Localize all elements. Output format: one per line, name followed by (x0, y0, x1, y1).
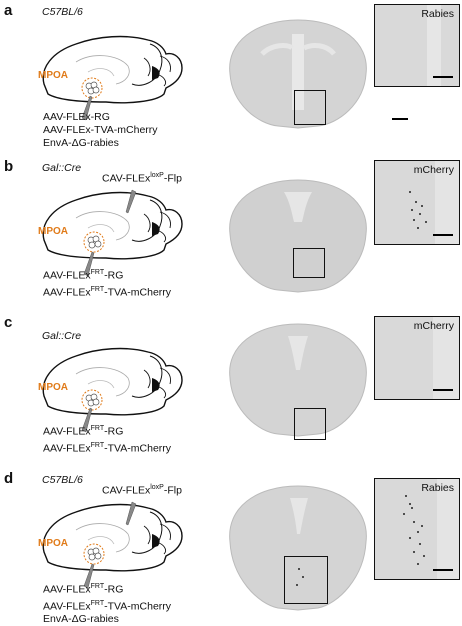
viral-construct: AAV-FLEx-RG (43, 111, 110, 123)
sagittal-brain-diagram (42, 189, 183, 277)
inset-label: Rabies (421, 482, 454, 494)
inset-scalebar (433, 76, 453, 78)
inset-scalebar (433, 234, 453, 236)
viral-constructs: AAV-FLExFRT-RG AAV-FLExFRT-TVA-mCherry (43, 422, 171, 455)
panel-letter: d (4, 470, 14, 487)
cav-construct: CAV-FLExloxP-Flp (102, 484, 182, 497)
viral-construct: AAV-FLExFRT-TVA-mCherry (43, 599, 172, 613)
magnified-inset: mCherry (374, 160, 460, 245)
mouse-strain: C57BL/6 (42, 474, 83, 486)
region-label: MPOA (38, 382, 68, 393)
inset-label: mCherry (413, 320, 454, 332)
panel-d: d C57BL/6 CAV-FLExloxP-Flp MPOA AAV-FLEx… (0, 468, 462, 626)
inset-scalebar (433, 569, 453, 571)
viral-construct: AAV-FLExFRT-RG (43, 583, 124, 596)
mouse-strain: Gal::Cre (42, 330, 82, 342)
coronal-section-image (229, 19, 367, 129)
region-of-interest-box (294, 408, 326, 440)
inset-scalebar (433, 389, 453, 391)
coronal-section-image (229, 179, 367, 293)
cav-construct: CAV-FLExloxP-Flp (102, 172, 182, 185)
viral-construct: AAV-FLExFRT-TVA-mCherry (43, 441, 172, 455)
viral-construct: EnvA-ΔG-rabies (43, 613, 119, 625)
region-label: MPOA (38, 226, 68, 237)
viral-constructs: AAV-FLEx-RG AAV-FLEx-TVA-mCherry EnvA-ΔG… (43, 111, 158, 150)
sagittal-brain-diagram (42, 35, 183, 121)
viral-construct: AAV-FLExFRT-RG (43, 425, 124, 438)
region-of-interest-box (293, 248, 325, 278)
viral-construct: EnvA-ΔG-rabies (43, 137, 119, 149)
inset-label: Rabies (421, 8, 454, 20)
panel-a: a C57BL/6 MPOA AAV-FLEx-RG AAV-FLEx-TVA-… (0, 0, 462, 156)
viral-construct: AAV-FLEx-TVA-mCherry (43, 124, 158, 136)
viral-construct: AAV-FLExFRT-RG (43, 269, 124, 282)
viral-constructs: AAV-FLExFRT-RG AAV-FLExFRT-TVA-mCherry E… (43, 580, 171, 626)
inset-label: mCherry (413, 164, 454, 176)
region-of-interest-box (294, 90, 326, 125)
mouse-strain: C57BL/6 (42, 6, 83, 18)
magnified-inset: mCherry (374, 316, 460, 400)
region-label: MPOA (38, 70, 68, 81)
coronal-section-image (229, 485, 367, 611)
panel-b: b Gal::Cre CAV-FLExloxP-Flp MPOA AAV-FLE… (0, 156, 462, 306)
sagittal-brain-diagram (42, 501, 183, 589)
magnified-inset: Rabies (374, 478, 460, 580)
viral-construct: AAV-FLExFRT-TVA-mCherry (43, 285, 172, 299)
mouse-strain: Gal::Cre (42, 162, 82, 174)
panel-letter: c (4, 314, 13, 331)
viral-constructs: AAV-FLExFRT-RG AAV-FLExFRT-TVA-mCherry (43, 266, 171, 299)
region-label: MPOA (38, 538, 68, 549)
section-scalebar (392, 118, 408, 120)
panel-letter: a (4, 2, 13, 19)
coronal-section-image (229, 323, 367, 437)
magnified-inset: Rabies (374, 4, 460, 87)
panel-letter: b (4, 158, 14, 175)
sagittal-brain-diagram (42, 347, 183, 433)
panel-c: c Gal::Cre MPOA AAV-FLExFRT-RG AAV-FLExF… (0, 312, 462, 460)
region-of-interest-box (284, 556, 328, 604)
